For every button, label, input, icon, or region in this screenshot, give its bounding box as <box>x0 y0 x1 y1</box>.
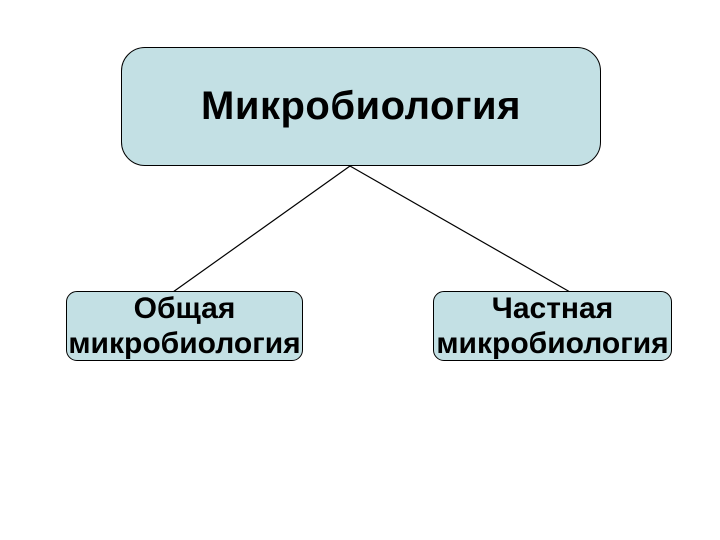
node-special-microbiology-label: Частная микробиология <box>436 292 669 360</box>
node-special-microbiology: Частная микробиология <box>433 291 672 361</box>
node-general-microbiology: Общая микробиология <box>66 291 303 361</box>
connector-right <box>349 165 571 293</box>
node-general-microbiology-label: Общая микробиология <box>68 292 301 360</box>
node-microbiology-label: Микробиология <box>201 84 521 128</box>
connector-left <box>172 165 351 293</box>
node-microbiology: Микробиология <box>121 47 601 166</box>
